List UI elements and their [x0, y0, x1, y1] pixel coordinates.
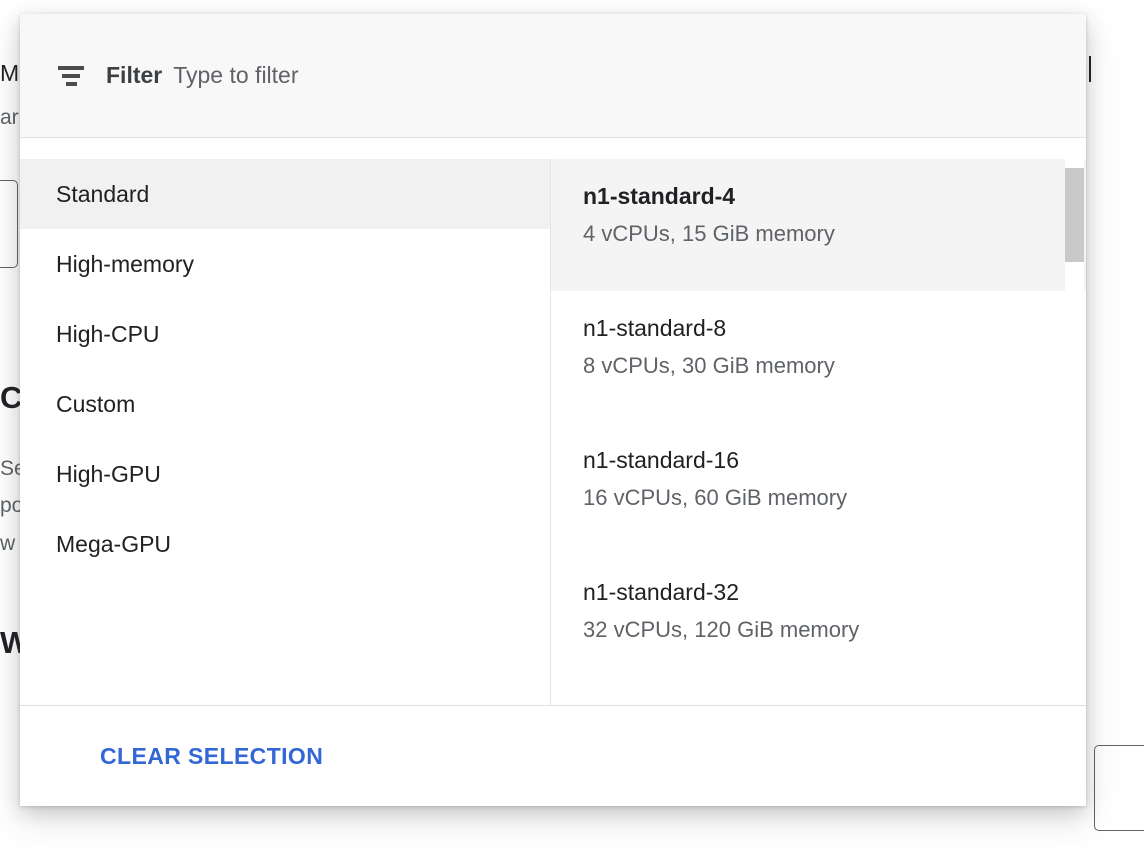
machine-type-description: 16 vCPUs, 60 GiB memory: [583, 485, 848, 511]
background-text-fragment: Se: [0, 457, 26, 480]
background-text-fragment: ar: [0, 106, 19, 129]
filter-label: Filter: [106, 62, 163, 88]
background-text-fragment: w: [0, 532, 16, 555]
picker-footer: CLEAR SELECTION: [20, 705, 1086, 806]
machine-type-item[interactable]: n1-standard-4 4 vCPUs, 15 GiB memory: [551, 159, 1086, 291]
category-item-high-gpu[interactable]: High-GPU: [20, 439, 550, 509]
background-form-field[interactable]: [1094, 745, 1144, 831]
clear-selection-button[interactable]: CLEAR SELECTION: [88, 733, 335, 780]
machine-type-name: n1-standard-4: [583, 183, 736, 209]
category-item-label: High-memory: [56, 250, 195, 277]
machine-type-description: 32 vCPUs, 120 GiB memory: [583, 617, 860, 643]
filter-input[interactable]: Type to filter: [173, 62, 299, 88]
category-item-label: High-CPU: [56, 320, 160, 347]
machine-type-item[interactable]: n1-standard-16 16 vCPUs, 60 GiB memory: [551, 423, 1086, 555]
category-item-label: High-GPU: [56, 460, 161, 487]
machine-type-item[interactable]: n1-standard-32 32 vCPUs, 120 GiB memory: [551, 555, 1086, 687]
machine-list-scrollbar[interactable]: [1065, 159, 1084, 684]
category-item-label: Standard: [56, 180, 150, 207]
filter-icon: [56, 61, 86, 91]
category-item-mega-gpu[interactable]: Mega-GPU: [20, 509, 550, 579]
machine-type-description: 8 vCPUs, 30 GiB memory: [583, 353, 835, 379]
background-text-fragment: po: [0, 494, 24, 517]
background-text-fragment: M: [0, 60, 20, 86]
category-item-label: Custom: [56, 390, 136, 417]
machine-type-name: n1-standard-8: [583, 315, 727, 341]
category-item-high-memory[interactable]: High-memory: [20, 229, 550, 299]
category-item-custom[interactable]: Custom: [20, 369, 550, 439]
background-form-field[interactable]: [0, 180, 18, 268]
machine-type-name: n1-standard-16: [583, 447, 739, 473]
machine-type-name: n1-standard-32: [583, 579, 739, 605]
background-text-fragment: C: [0, 380, 23, 415]
machine-type-description: 4 vCPUs, 15 GiB memory: [583, 221, 835, 247]
category-item-label: Mega-GPU: [56, 530, 172, 557]
machine-list-scroll-thumb[interactable]: [1065, 168, 1084, 263]
category-item-high-cpu[interactable]: High-CPU: [20, 299, 550, 369]
machine-type-item[interactable]: n1-standard-8 8 vCPUs, 30 GiB memory: [551, 291, 1086, 423]
category-item-standard[interactable]: Standard: [20, 159, 550, 229]
background-text-caret: [1089, 56, 1091, 82]
filter-bar[interactable]: Filter Type to filter: [20, 14, 1086, 138]
